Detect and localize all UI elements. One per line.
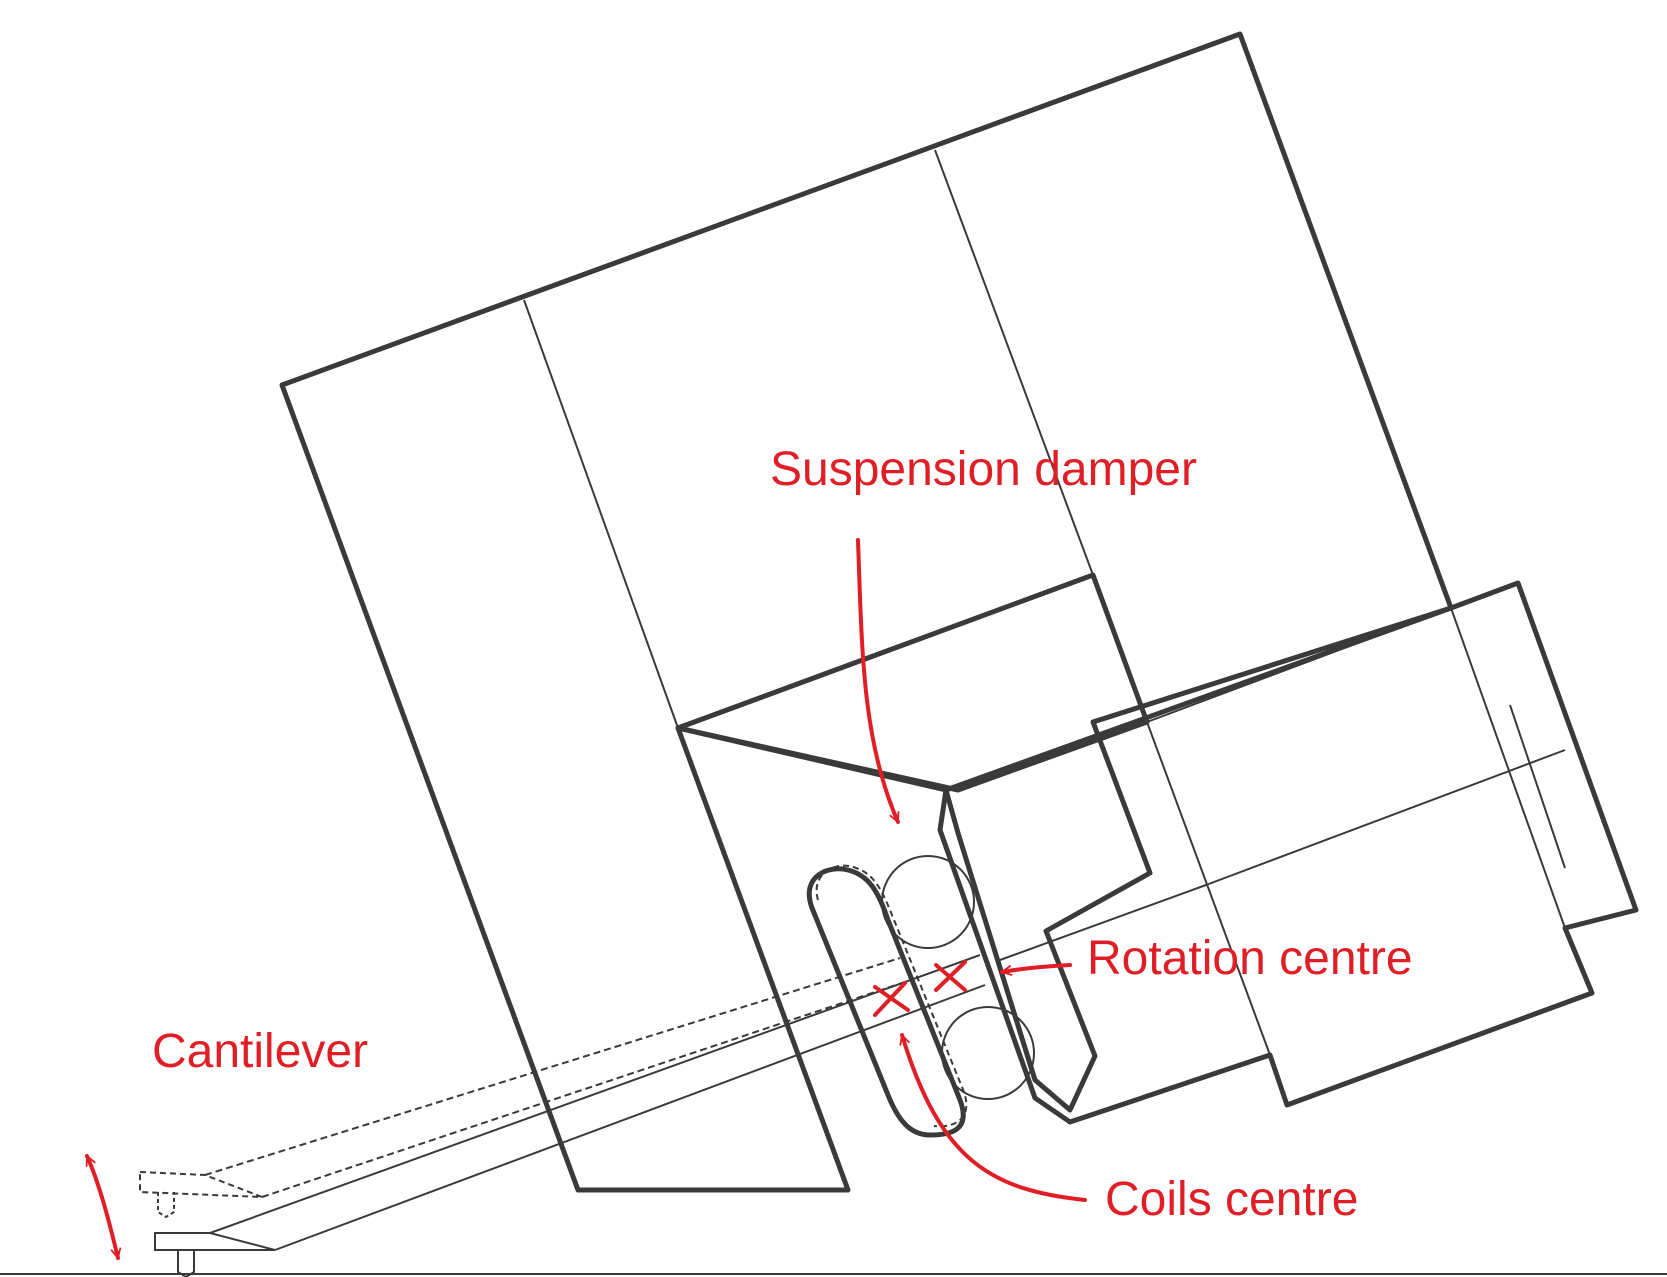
stylus-tip [154, 1232, 276, 1251]
annotation-marks [873, 960, 967, 1017]
cantilever-label: Cantilever [152, 1025, 369, 1078]
magnet-line-5 [1205, 749, 1566, 886]
damper-circle-top [881, 855, 975, 949]
body-outline [279, 31, 1454, 1193]
body-divider-right [934, 149, 1094, 576]
magnet-assembly [937, 580, 1639, 1125]
stylus-needle-dashed [157, 1192, 175, 1219]
damper [881, 855, 1035, 1100]
cantilever-edge-upper [209, 954, 981, 1234]
magnet-line-4 [1509, 704, 1566, 869]
magnet-line-6 [999, 884, 1207, 961]
rotation-centre-cross [934, 960, 967, 992]
stylus-tip-dashed [139, 1170, 263, 1198]
magnet-line-3 [1146, 607, 1452, 723]
cantilever-edge-lower [274, 984, 986, 1251]
body-divider-left [523, 299, 679, 729]
cantilever-dashed-lower [261, 981, 906, 1198]
suspension-damper-arrow [856, 538, 900, 824]
suspension-damper-label: Suspension damper [770, 443, 1197, 496]
magnet-outline [937, 580, 1639, 1125]
coil-former [806, 864, 968, 1138]
rotation-centre-label: Rotation centre [1087, 932, 1413, 985]
rotation-centre-arrow [1000, 963, 1072, 972]
magnet-line-2 [1450, 607, 1566, 929]
inner-block [675, 572, 1150, 793]
coil-former-dashed [815, 864, 968, 1128]
coils-centre-cross [873, 981, 910, 1017]
cantilever-motion-arrow [85, 1154, 118, 1260]
damper-circle-bottom [941, 1006, 1035, 1100]
magnet-line-1 [1146, 721, 1271, 1056]
cartridge-body [279, 31, 1454, 1193]
coils-centre-label: Coils centre [1105, 1173, 1359, 1226]
coils-centre-arrow [902, 1033, 1087, 1202]
cantilever-dashed-upper [204, 957, 901, 1176]
stylus-needle [177, 1250, 195, 1277]
annotation-arrows [85, 538, 1087, 1260]
cantilever [139, 954, 986, 1277]
